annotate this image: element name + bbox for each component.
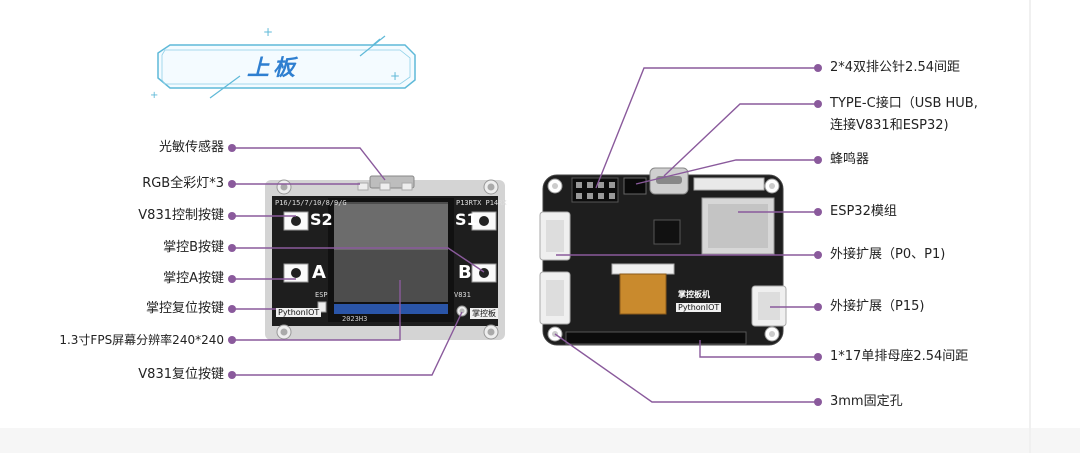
- leader-dots: [228, 64, 822, 406]
- brand-left-2: 掌控板: [470, 308, 498, 319]
- label-rgb-lights: RGB全彩灯*3: [142, 176, 224, 191]
- leader-lines: [232, 67, 818, 403]
- svg-text:+: +: [390, 69, 400, 83]
- label-female-header: 1*17单排母座2.54间距: [830, 349, 969, 364]
- label-typec-1: TYPE-C接口（USB HUB,: [830, 96, 978, 111]
- svg-text:+: +: [263, 25, 273, 39]
- pin-header-2x4: [571, 177, 619, 203]
- label-s1: S1: [455, 210, 478, 229]
- label-typec-2: 连接V831和ESP32): [830, 118, 949, 133]
- label-esp32: ESP32模组: [830, 204, 897, 219]
- label-screen: 1.3寸FPS屏幕分辨率240*240: [59, 333, 224, 347]
- fpc-cable: [619, 273, 667, 315]
- label-hole: 3mm固定孔: [830, 394, 903, 409]
- silk-top-right: P13RTX P14RX: [456, 199, 507, 207]
- label-key-a: 掌控A按键: [163, 271, 224, 286]
- brand-right: 掌控板机: [676, 289, 712, 300]
- female-header-1x17: [565, 331, 747, 345]
- svg-text:+: +: [150, 90, 158, 101]
- label-ext-p15: 外接扩展（P15): [830, 299, 925, 314]
- silk-top-left: P16/15/7/10/8/9/G: [275, 199, 347, 207]
- label-b: B: [458, 262, 472, 283]
- label-v831: V831: [454, 291, 471, 299]
- button-a: [283, 263, 309, 283]
- reset-button-esp: [317, 301, 327, 313]
- top-board: [265, 175, 505, 340]
- label-ext-p0p1: 外接扩展（P0、P1): [830, 247, 946, 262]
- bottom-board: [539, 167, 787, 346]
- section-title: 上板: [247, 56, 300, 81]
- title-badge: + + +: [150, 25, 416, 101]
- button-s1: [471, 211, 497, 231]
- label-esp: ESP: [315, 291, 328, 299]
- label-pin-header: 2*4双排公针2.54间距: [830, 60, 960, 75]
- date-code: 2023H3: [342, 315, 368, 323]
- label-reset-key: 掌控复位按键: [145, 301, 224, 316]
- label-light-sensor: 光敏传感器: [158, 140, 224, 155]
- brand-right-2: PythonIOT: [676, 303, 722, 312]
- buzzer: [623, 177, 647, 195]
- label-v831-reset: V831复位按键: [138, 367, 224, 382]
- button-s2: [283, 211, 309, 231]
- label-key-b: 掌控B按键: [163, 240, 224, 255]
- label-v831-keys: V831控制按键: [138, 208, 224, 223]
- bottom-band: [0, 428, 1080, 453]
- label-a: A: [312, 262, 326, 283]
- label-buzzer: 蜂鸣器: [830, 152, 870, 167]
- label-s2: S2: [310, 210, 333, 229]
- brand-left: PythonIOT: [276, 308, 322, 317]
